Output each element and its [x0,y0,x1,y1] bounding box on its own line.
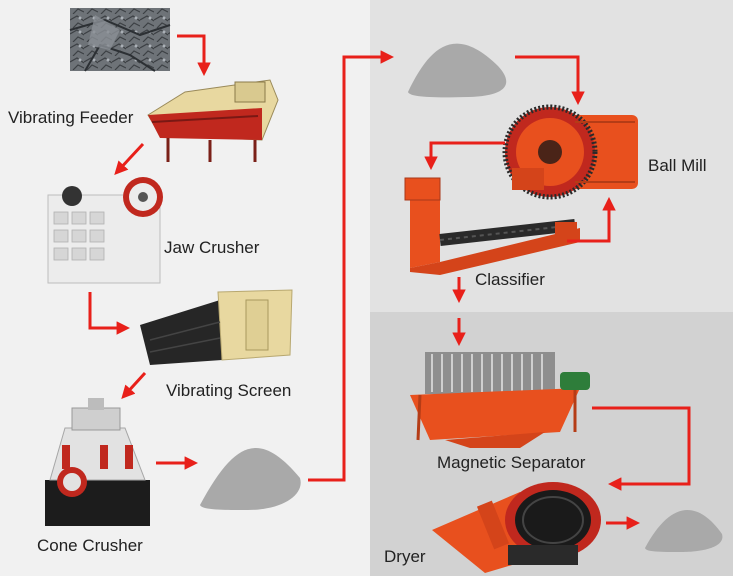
arrow-screen-to-cone-crusher [121,371,147,399]
arrow-separator-to-dryer [592,406,691,491]
arrow-pile-to-right-section [308,50,395,482]
jaw-crusher-machine [47,177,163,284]
label-vibrating-feeder: Vibrating Feeder [8,108,134,127]
arrow-jaw-crusher-to-screen [88,292,131,335]
fine-ore-pile [408,43,507,98]
vibrating-screen-machine [140,289,293,365]
arrow-ore-to-feeder [177,34,211,77]
cone-crusher-machine [45,398,150,526]
raw-ore-image [69,8,171,72]
label-classifier: Classifier [475,270,545,289]
flow-arrows [88,34,691,530]
label-dryer: Dryer [384,547,426,566]
arrow-pile-to-ball-mill [515,55,585,106]
label-jaw-crusher: Jaw Crusher [164,238,260,257]
label-cone-crusher: Cone Crusher [37,536,143,555]
crushed-ore-pile [200,447,301,510]
magnetic-separator-machine [410,352,590,448]
concentrate-pile [645,510,723,552]
ball-mill-machine [502,104,638,200]
label-magnetic-separator: Magnetic Separator [437,453,586,472]
label-ball-mill: Ball Mill [648,156,707,175]
arrow-ball-mill-to-classifier [424,141,505,171]
label-vibrating-screen: Vibrating Screen [166,381,292,400]
dryer-machine [432,482,601,573]
arrow-classifier-to-ball-mill [567,196,616,243]
arrow-feeder-to-jaw-crusher [114,142,145,175]
classifier-machine [404,177,580,275]
vibrating-feeder-machine [147,79,279,162]
